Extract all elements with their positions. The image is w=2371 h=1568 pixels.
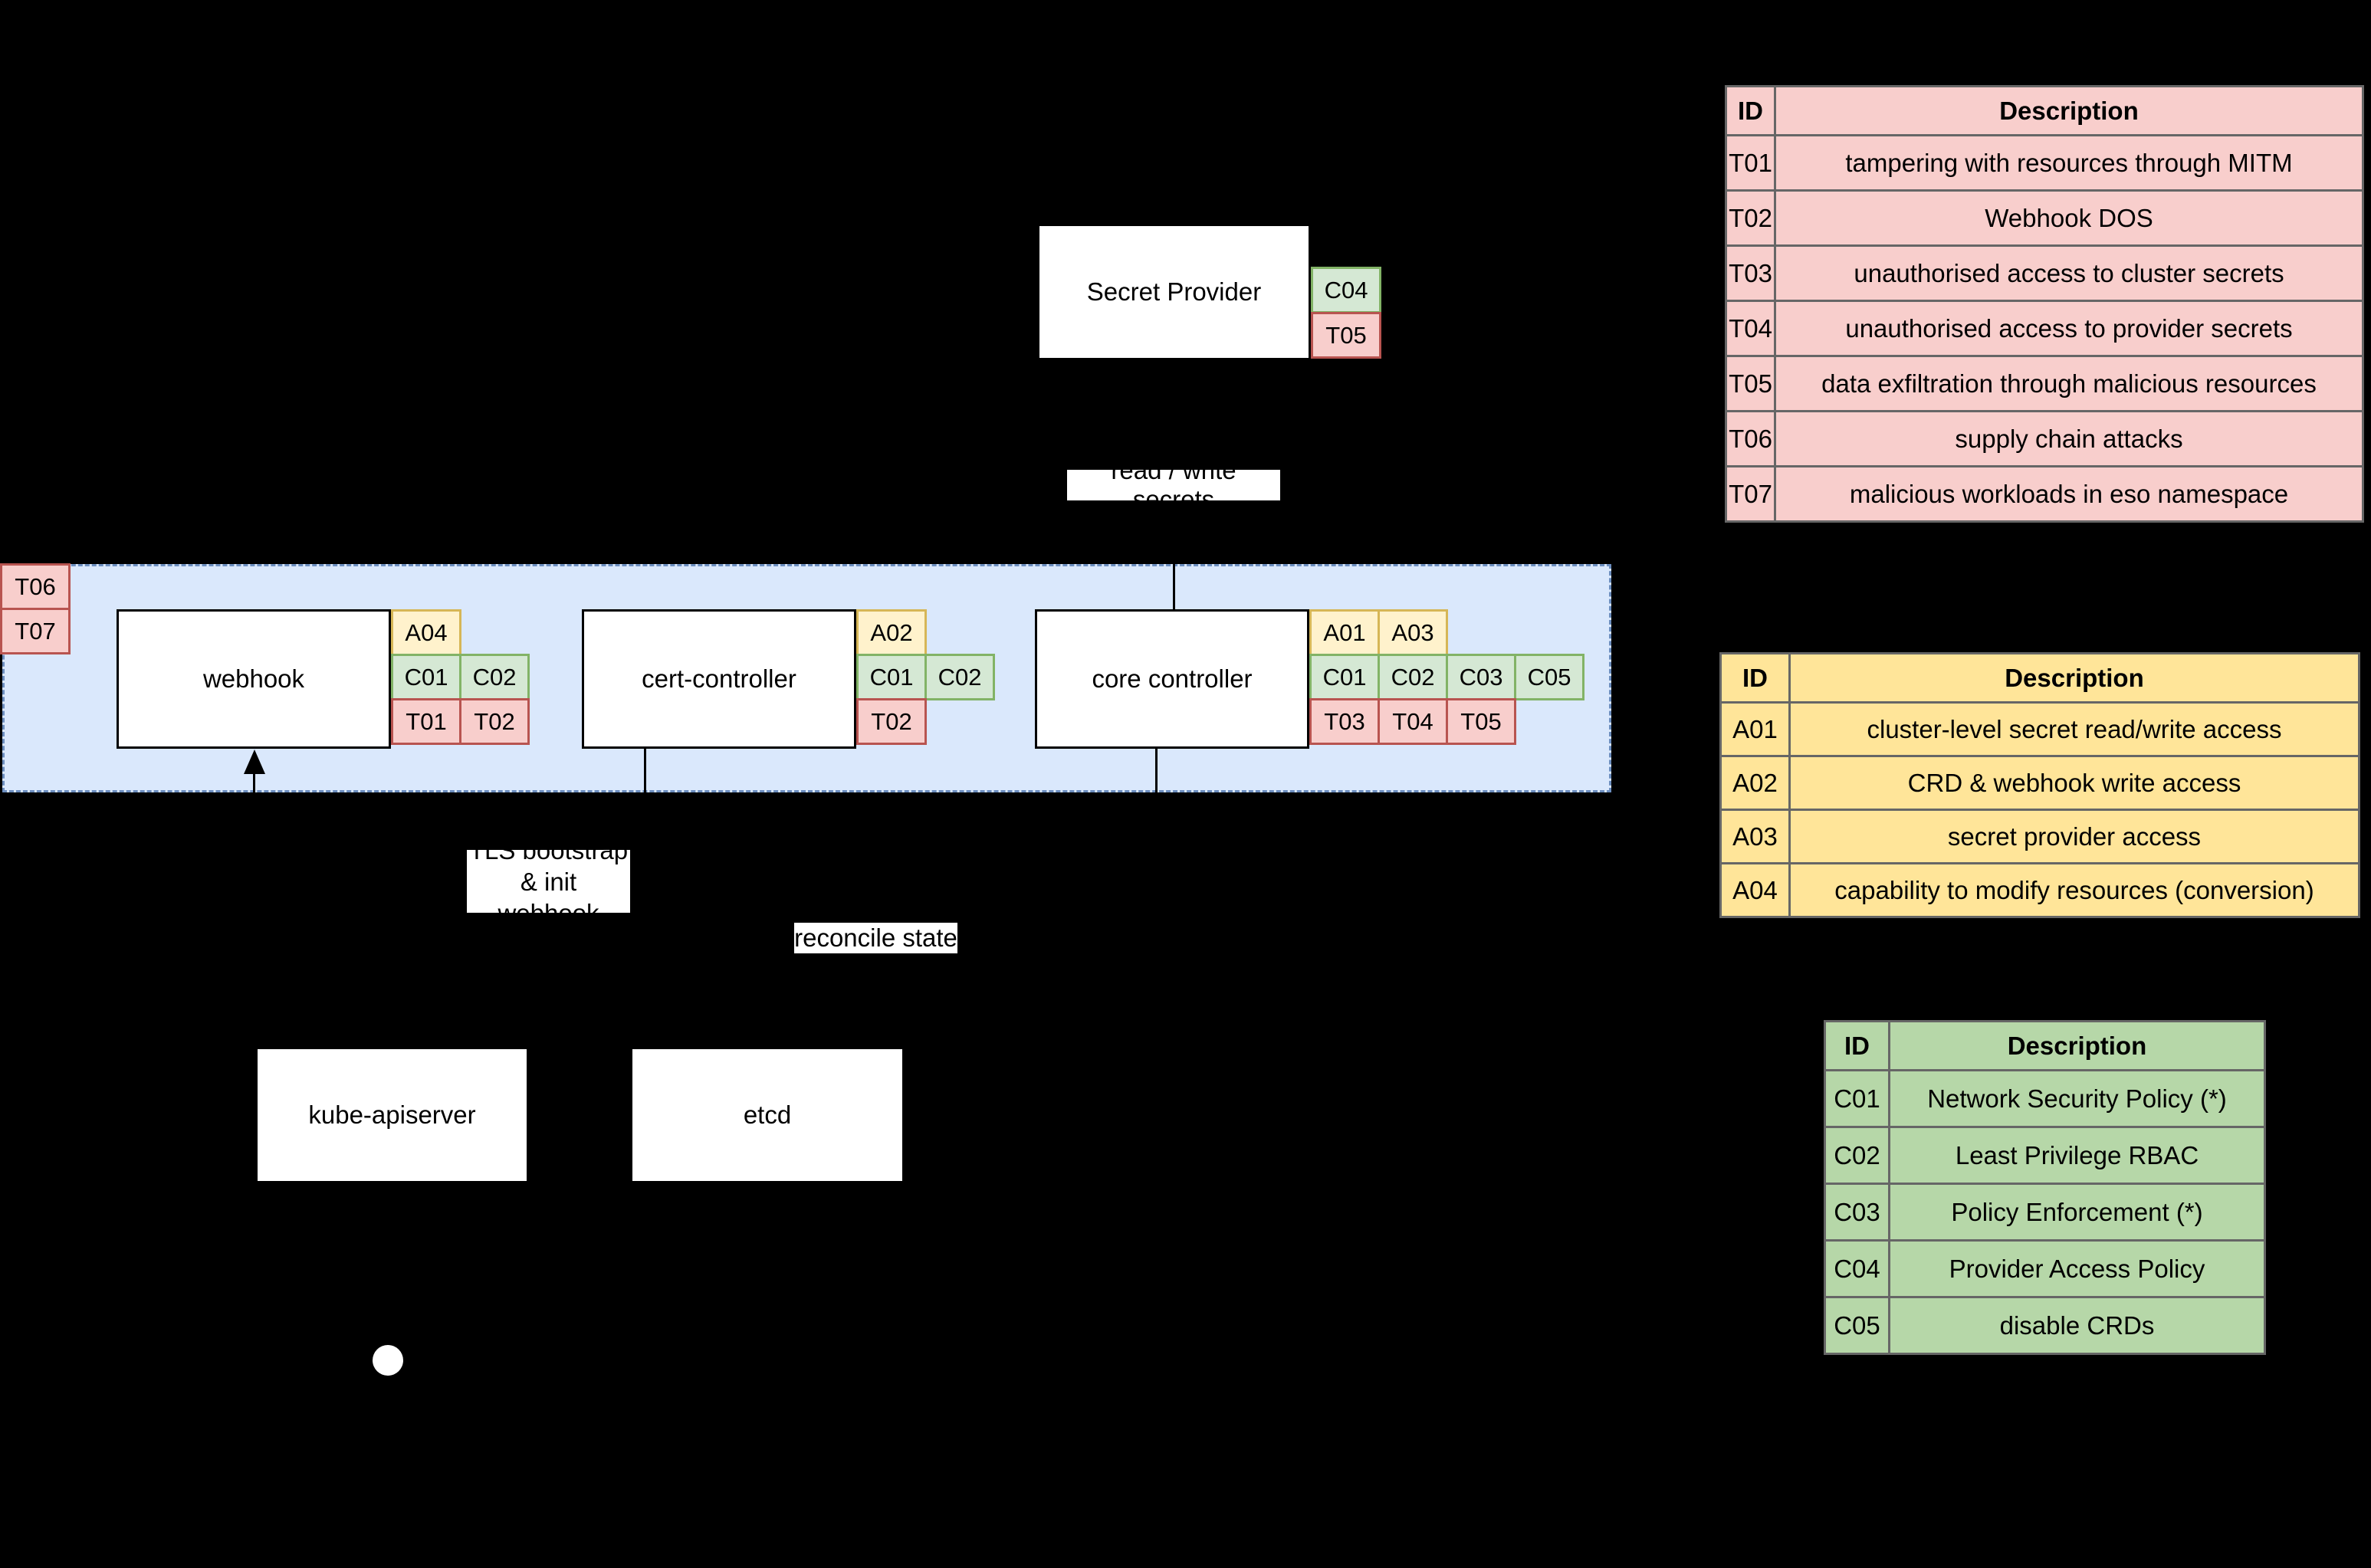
secret-provider-tag-c04: C04: [1311, 267, 1381, 313]
endpoint-dot: [373, 1345, 403, 1376]
table-row: A04 capability to modify resources (conv…: [1722, 862, 2358, 916]
table-row: T04 unauthorised access to provider secr…: [1727, 300, 2362, 355]
table-row: C01 Network Security Policy (*): [1826, 1069, 2264, 1126]
table-row: T02 Webhook DOS: [1727, 189, 2362, 244]
cert-controller-tag-c01: C01: [856, 654, 927, 700]
core-controller-tag-c01: C01: [1309, 654, 1380, 700]
table-row: A01 cluster-level secret read/write acce…: [1722, 701, 2358, 755]
core-controller-tag-a01: A01: [1309, 609, 1380, 656]
table-row: C03 Policy Enforcement (*): [1826, 1183, 2264, 1239]
kube-apiserver-box: kube-apiserver: [255, 1047, 529, 1183]
controls-header-id: ID: [1826, 1022, 1890, 1069]
table-row: A02 CRD & webhook write access: [1722, 755, 2358, 809]
core-controller-tag-c02: C02: [1378, 654, 1448, 700]
controls-header-description: Description: [2007, 1031, 2147, 1060]
arrowhead-to-webhook: [244, 750, 265, 774]
table-row: T03 unauthorised access to cluster secre…: [1727, 244, 2362, 300]
webhook-tag-c02: C02: [459, 654, 530, 700]
table-row: T05 data exfiltration through malicious …: [1727, 355, 2362, 410]
webhook-tag-t01: T01: [391, 698, 461, 745]
secret-provider-label: Secret Provider: [1086, 277, 1262, 306]
namespace-tag-t07: T07: [0, 608, 71, 654]
etcd-box: etcd: [630, 1047, 905, 1183]
edge-label-tls-bootstrap-line1: TLS bootstrap: [468, 835, 629, 864]
core-controller-tag-t05: T05: [1446, 698, 1516, 745]
edge-label-read-write-secrets: read / write secrets: [1067, 456, 1280, 513]
etcd-label: etcd: [743, 1101, 792, 1129]
webhook-tag-c01: C01: [391, 654, 461, 700]
core-controller-tag-t04: T04: [1378, 698, 1448, 745]
kube-apiserver-label: kube-apiserver: [308, 1101, 476, 1129]
table-row: C05 disable CRDs: [1826, 1296, 2264, 1353]
threats-table: ID Description T01 tampering with resour…: [1725, 85, 2364, 523]
core-controller-tag-c03: C03: [1446, 654, 1516, 700]
access-header-id: ID: [1722, 654, 1791, 701]
edge-label-tls-bootstrap: TLS bootstrap & init webhook: [467, 836, 630, 927]
connector-corecontroller-etcd: [1155, 749, 1158, 792]
core-controller-tag-a03: A03: [1378, 609, 1448, 656]
access-table-header: ID Description: [1722, 654, 2358, 701]
connector-kubeapiserver-webhook: [253, 773, 255, 792]
secret-provider-box: Secret Provider: [1037, 224, 1311, 360]
webhook-box: webhook: [117, 609, 391, 749]
namespace-tag-t06: T06: [0, 563, 71, 610]
webhook-tag-t02: T02: [459, 698, 530, 745]
core-controller-box: core controller: [1035, 609, 1309, 749]
webhook-tag-a04: A04: [391, 609, 461, 656]
table-row: C04 Provider Access Policy: [1826, 1239, 2264, 1296]
core-controller-label: core controller: [1092, 664, 1253, 693]
edge-label-tls-bootstrap-line2: & init webhook: [498, 867, 599, 927]
connector-corecontroller-secretprovider: [1173, 564, 1175, 609]
cert-controller-box: cert-controller: [582, 609, 856, 749]
access-table: ID Description A01 cluster-level secret …: [1719, 652, 2360, 918]
secret-provider-tag-t05: T05: [1311, 312, 1381, 359]
threats-header-id: ID: [1727, 87, 1776, 134]
edge-label-reconcile-state: reconcile state: [794, 923, 957, 953]
cert-controller-tag-t02: T02: [856, 698, 927, 745]
threats-header-description: Description: [1999, 96, 2139, 125]
access-header-description: Description: [2005, 663, 2144, 692]
cert-controller-tag-c02: C02: [924, 654, 995, 700]
cert-controller-label: cert-controller: [642, 664, 796, 693]
controls-table: ID Description C01 Network Security Poli…: [1824, 1020, 2266, 1355]
threats-table-header: ID Description: [1727, 87, 2362, 134]
connector-certcontroller-kubeapiserver: [644, 749, 646, 792]
cert-controller-tag-a02: A02: [856, 609, 927, 656]
table-row: T07 malicious workloads in eso namespace: [1727, 465, 2362, 520]
core-controller-tag-c05: C05: [1514, 654, 1584, 700]
controls-table-header: ID Description: [1826, 1022, 2264, 1069]
core-controller-tag-t03: T03: [1309, 698, 1380, 745]
table-row: C02 Least Privilege RBAC: [1826, 1126, 2264, 1183]
table-row: A03 secret provider access: [1722, 809, 2358, 862]
table-row: T01 tampering with resources through MIT…: [1727, 134, 2362, 189]
webhook-label: webhook: [202, 664, 305, 693]
table-row: T06 supply chain attacks: [1727, 410, 2362, 465]
